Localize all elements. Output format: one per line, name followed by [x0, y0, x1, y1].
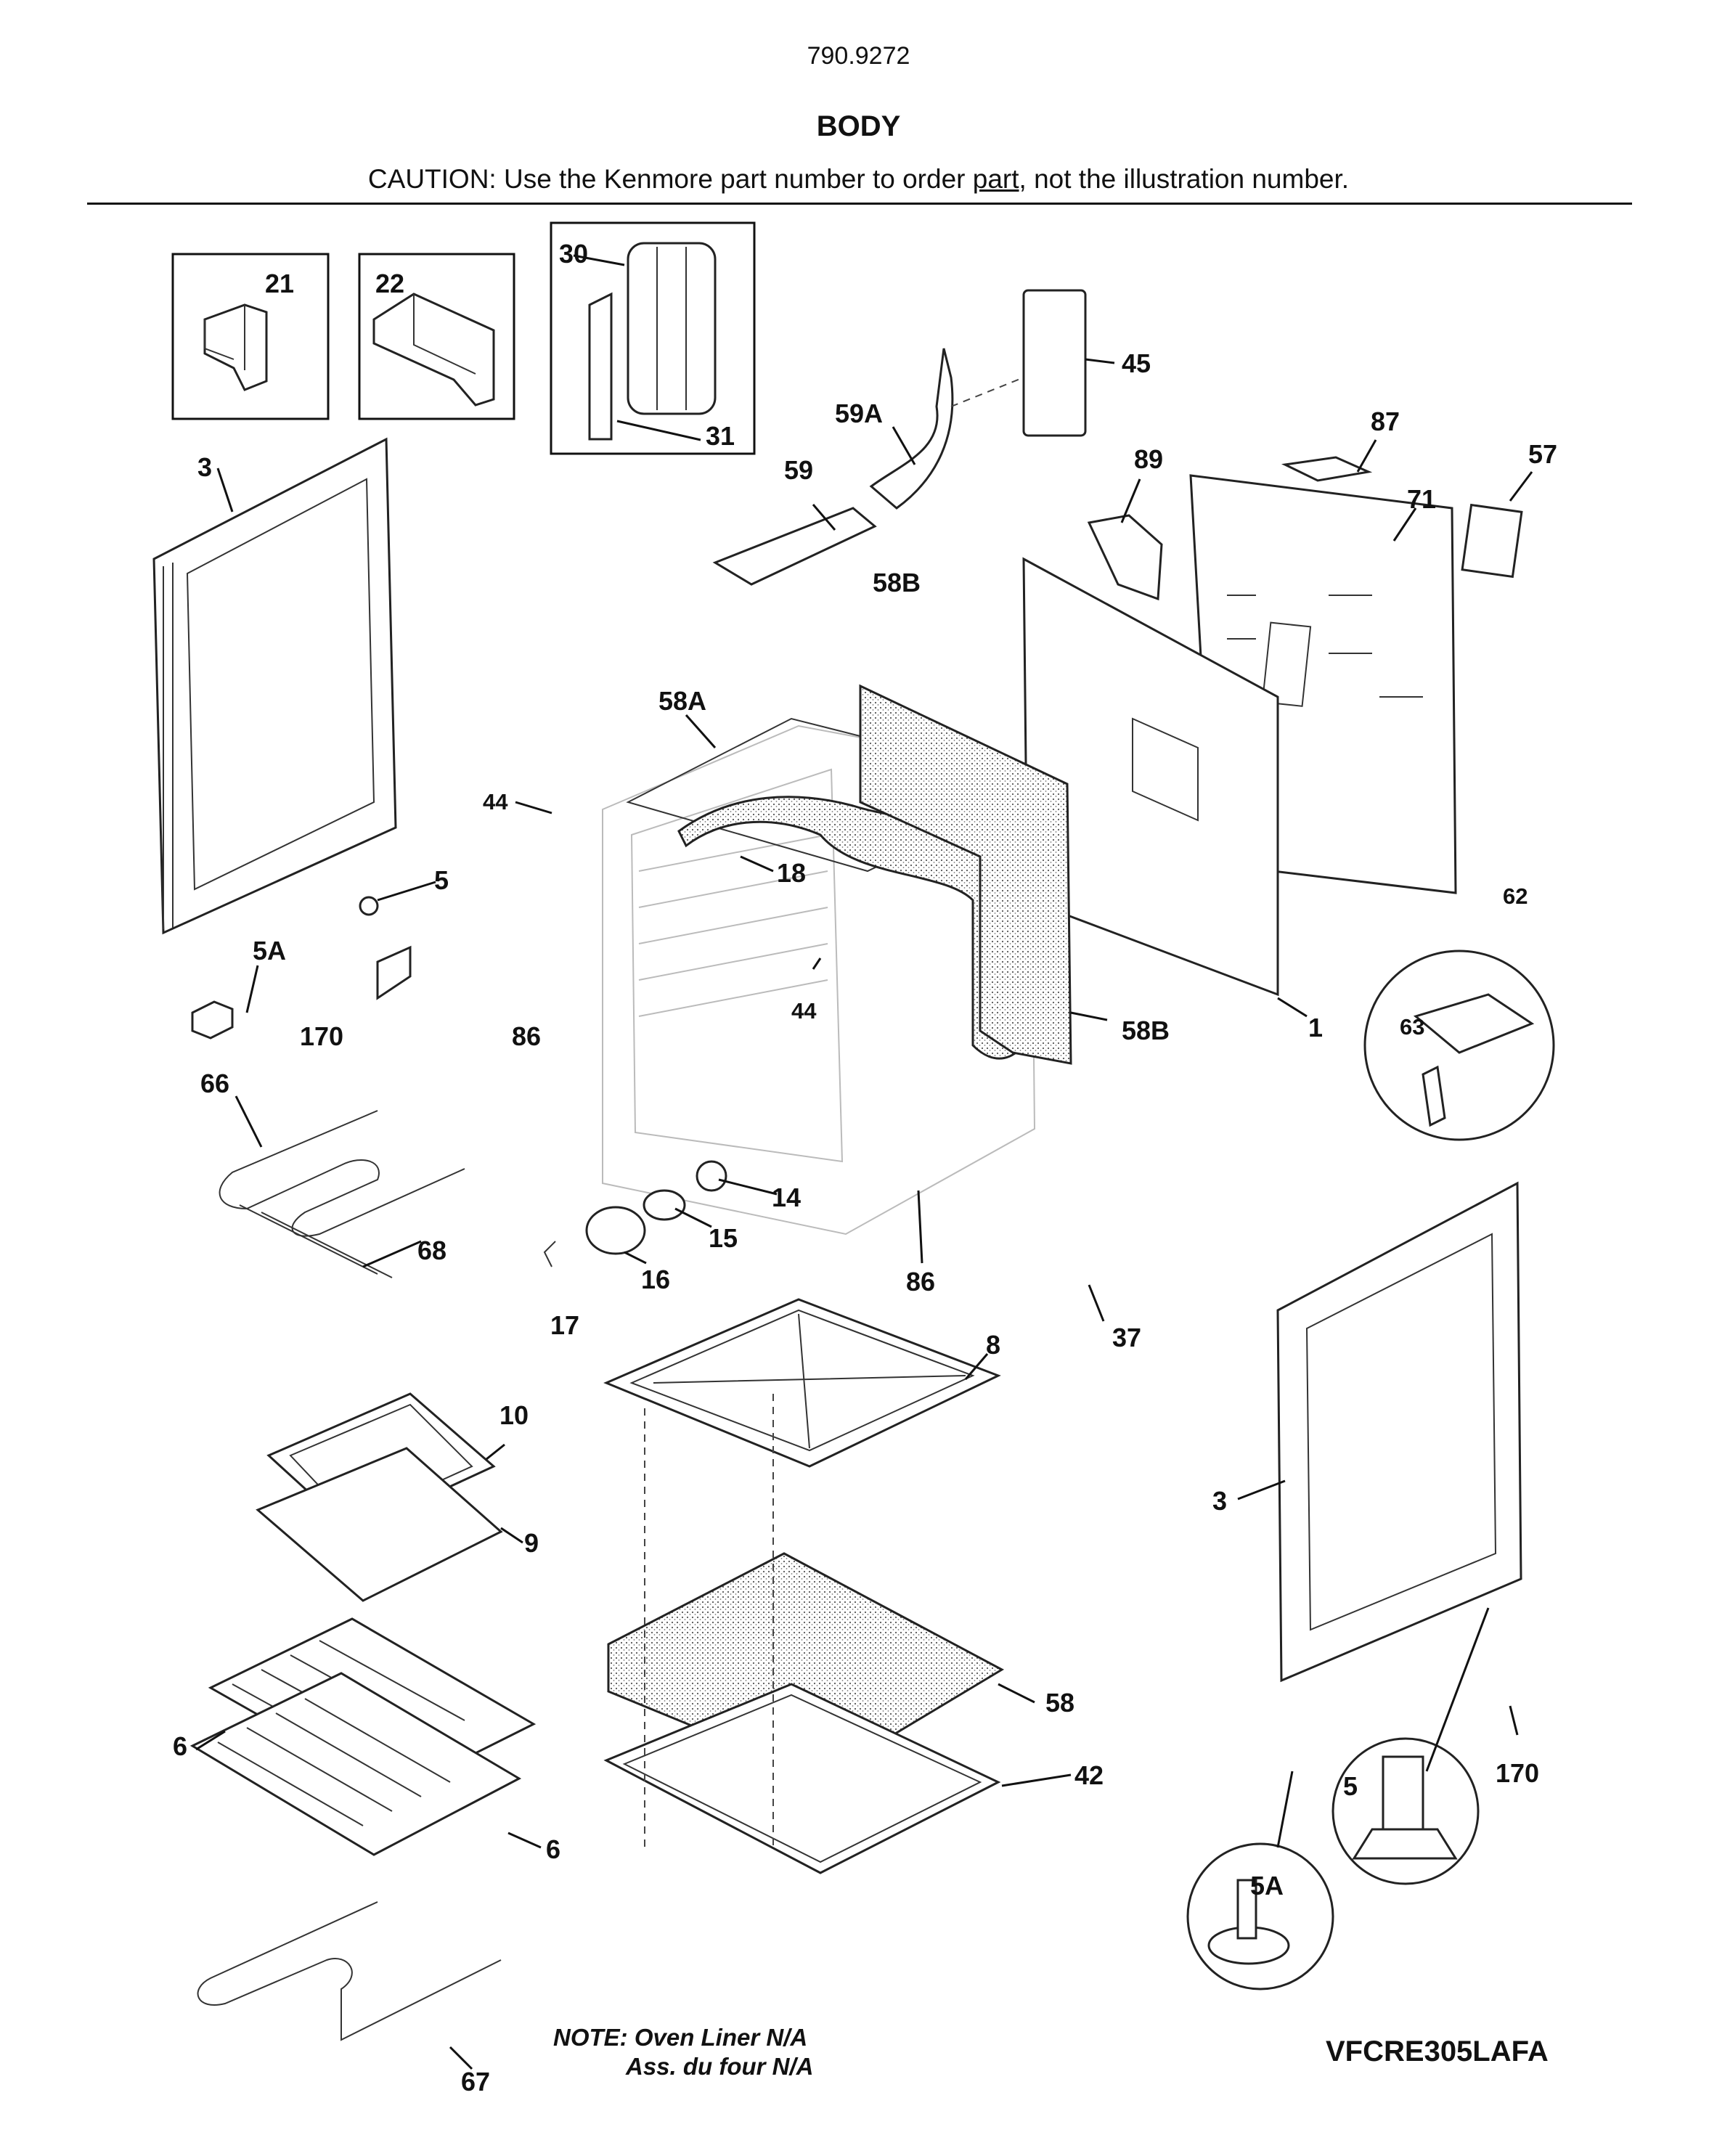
side-panel-right	[1276, 1181, 1522, 1683]
detail-62	[1363, 950, 1555, 1141]
oven-racks	[189, 1617, 537, 1856]
side-panel-left	[152, 437, 397, 935]
callout-18: 18	[777, 858, 806, 888]
section-title: BODY	[816, 110, 901, 142]
callout-10: 10	[499, 1400, 529, 1430]
bracket-89-87-57	[1087, 456, 1523, 601]
callout-14: 14	[772, 1183, 801, 1212]
callout-6-upper: 6	[173, 1731, 187, 1761]
callout-44-mid: 44	[791, 998, 817, 1024]
callout-66: 66	[200, 1069, 229, 1098]
callout-57: 57	[1528, 439, 1557, 469]
oven-cavity	[602, 724, 1036, 1236]
oven-bottom-8	[603, 1298, 1001, 1468]
assembly-guides	[644, 1394, 774, 1851]
broiler-pan	[256, 1392, 503, 1602]
callout-6-lower: 6	[546, 1834, 560, 1864]
insulation-58B	[859, 684, 1072, 1065]
callout-9: 9	[524, 1528, 539, 1558]
model-number: VFCRE305LAFA	[1326, 2035, 1549, 2067]
caution-text: CAUTION: Use the Kenmore part number to …	[0, 164, 1717, 195]
callout-8: 8	[986, 1330, 1000, 1360]
inset-box-30-31	[550, 221, 756, 455]
callout-labels: 21 22 30 31 45 59A 87 57 3 59 89 71 58B …	[173, 239, 1557, 2096]
oven-lamp	[543, 1160, 727, 1267]
callout-89: 89	[1134, 444, 1163, 474]
callout-31: 31	[706, 421, 735, 451]
callout-30: 30	[559, 239, 588, 269]
callout-16: 16	[641, 1265, 670, 1294]
callout-68: 68	[417, 1236, 446, 1265]
detail-5	[1331, 1737, 1480, 1885]
callout-44-top: 44	[483, 789, 508, 814]
callout-3-right: 3	[1212, 1486, 1227, 1516]
liner-42	[603, 1683, 1001, 1874]
note-oven-liner: NOTE: Oven Liner N/A	[553, 2024, 808, 2051]
callout-63: 63	[1400, 1014, 1424, 1040]
caution-prefix: CAUTION: Use the Kenmore part number to …	[367, 164, 973, 194]
callout-58: 58	[1045, 1688, 1074, 1718]
callout-86-right: 86	[906, 1267, 935, 1297]
note-oven-liner-fr: Ass. du four N/A	[626, 2053, 814, 2080]
callout-17: 17	[550, 1310, 579, 1340]
callout-58B-mid: 58B	[1122, 1016, 1170, 1045]
callout-67: 67	[461, 2067, 490, 2096]
callout-170-left: 170	[300, 1021, 343, 1051]
callout-5-left: 5	[434, 865, 449, 895]
caution-underlined-word: part	[972, 164, 1019, 194]
callout-5A-left: 5A	[253, 936, 286, 965]
callout-15: 15	[709, 1223, 738, 1253]
callout-71: 71	[1407, 484, 1436, 514]
callout-1: 1	[1308, 1013, 1323, 1042]
callout-5A-right: 5A	[1250, 1871, 1284, 1900]
callout-59A: 59A	[835, 399, 883, 428]
detail-5A	[1186, 1842, 1334, 1990]
header-divider	[87, 203, 1632, 205]
broil-element	[219, 1110, 465, 1278]
callout-42: 42	[1074, 1760, 1104, 1790]
callout-170-right: 170	[1496, 1758, 1539, 1788]
callout-58A: 58A	[658, 686, 706, 716]
callout-62: 62	[1503, 883, 1528, 909]
callout-86-left: 86	[512, 1021, 541, 1051]
callout-87: 87	[1371, 407, 1400, 436]
callout-59: 59	[784, 455, 813, 485]
callout-58B-top: 58B	[873, 568, 921, 597]
leader-lines	[195, 254, 1533, 2070]
inset-box-21	[171, 253, 330, 420]
callout-3-left: 3	[197, 452, 212, 482]
callout-45: 45	[1122, 348, 1151, 378]
callout-21: 21	[265, 269, 294, 298]
bake-element	[197, 1901, 502, 2041]
caution-suffix: , not the illustration number.	[1019, 164, 1350, 194]
leveler-left	[191, 896, 412, 1040]
callout-37: 37	[1112, 1323, 1141, 1352]
duct-parts	[712, 289, 1087, 586]
inset-box-22	[358, 253, 515, 420]
callout-5-right: 5	[1343, 1771, 1358, 1801]
document-number: 790.9272	[807, 42, 910, 70]
callout-22: 22	[375, 269, 404, 298]
